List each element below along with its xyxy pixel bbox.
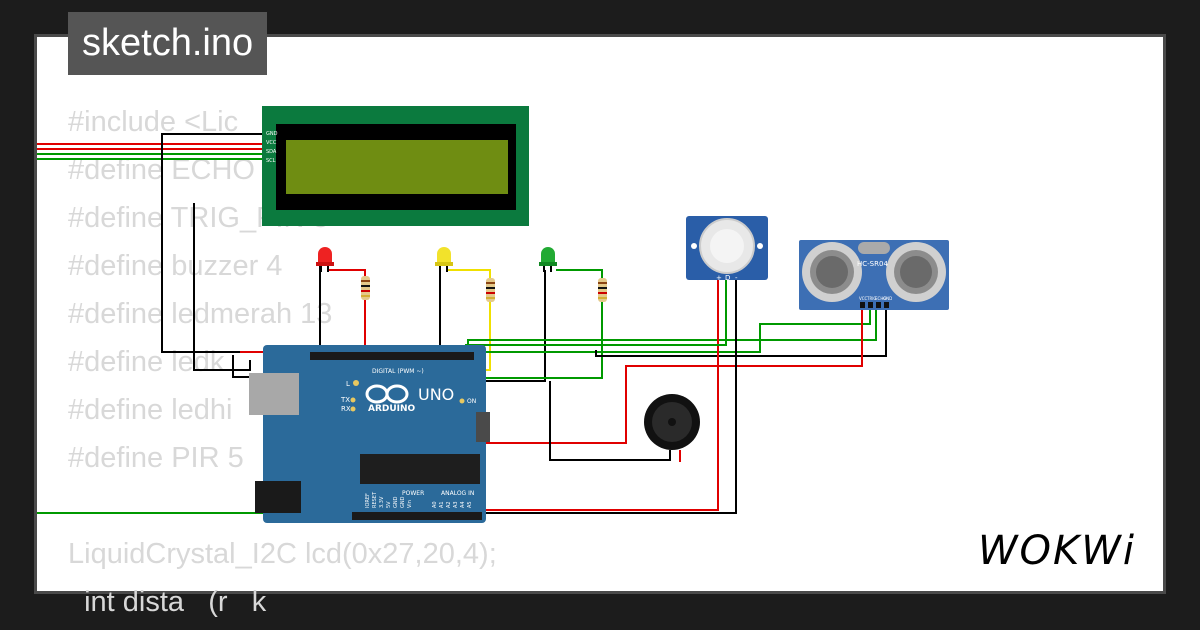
resistor[interactable] — [598, 278, 607, 302]
power-pin-label: Vin — [407, 500, 413, 508]
arduino-uno-board[interactable]: DIGITAL (PWM ~) L TX RX UNO ARDUINO ON P… — [249, 345, 490, 523]
wire-green[interactable] — [458, 308, 871, 353]
led-red[interactable] — [316, 247, 334, 272]
pir-pin-label: - — [735, 274, 738, 282]
wire-black[interactable] — [193, 203, 251, 371]
analog-pin-label: A2 — [446, 501, 452, 508]
analog-pin-label: A1 — [439, 501, 445, 508]
digital-label: DIGITAL (PWM ~) — [372, 368, 424, 375]
analog-pin-label: A3 — [453, 501, 459, 508]
wokwi-logo: WOKWi — [978, 528, 1136, 574]
l-led-label: L — [346, 380, 350, 388]
ultrasonic-sensor[interactable]: HC-SR04 VCC TRIG ECHO GND — [799, 240, 949, 310]
sensor-pin-label: TRIG — [866, 296, 877, 301]
rx-label: RX — [341, 405, 351, 413]
resistor[interactable] — [361, 276, 370, 300]
sensor-pin-label: ECHO — [875, 296, 886, 301]
wire-yellow[interactable] — [448, 269, 491, 278]
led-green[interactable] — [539, 247, 557, 272]
analog-pin-label: A0 — [432, 501, 438, 508]
board-brand: ARDUINO — [368, 404, 416, 414]
code-line: #define ledhi — [68, 394, 233, 426]
lcd-pin-label: SDA — [266, 149, 277, 155]
power-pin-label: GND — [393, 496, 399, 508]
code-line: #include <Lic — [68, 106, 239, 138]
tx-label: TX — [340, 396, 350, 404]
arduino-infinity-icon — [365, 384, 409, 404]
code-line: LiquidCrystal_I2C lcd(0x27,20,4); — [68, 538, 497, 570]
canvas-card — [34, 34, 1166, 594]
file-tab[interactable]: sketch.ino — [68, 12, 268, 75]
analog-pin-label: A4 — [460, 501, 466, 508]
pir-pin-label: D — [725, 274, 730, 282]
power-pin-label: 5V — [386, 501, 392, 508]
code-line: #define PIR 5 — [68, 442, 244, 474]
wire-red[interactable] — [328, 269, 366, 278]
power-pin-label: 3.3V — [379, 496, 385, 508]
wire-green[interactable] — [465, 280, 727, 346]
wire-black[interactable] — [161, 133, 264, 353]
power-pin-label: RESET — [372, 491, 378, 508]
wire-green[interactable] — [467, 308, 877, 350]
wire-black[interactable] — [549, 381, 671, 461]
code-line: int dista (r k — [68, 586, 267, 618]
pir-sensor[interactable]: + D - — [686, 216, 768, 282]
pir-pin-label: + — [716, 274, 722, 282]
power-pin-label: IOREF — [365, 493, 371, 508]
wire-black[interactable] — [595, 308, 887, 357]
sensor-pin-label: VCC — [859, 296, 868, 301]
analog-label: ANALOG IN — [441, 490, 474, 497]
power-label: POWER — [402, 490, 424, 497]
lcd-pin-label: GND — [266, 131, 278, 137]
power-pin-label: GND — [400, 496, 406, 508]
code-line: #define ledmerah 13 — [68, 298, 333, 330]
on-label: ON — [467, 398, 476, 405]
led-yellow[interactable] — [435, 247, 453, 272]
sensor-pin-label: GND — [883, 296, 892, 301]
lcd-pin-label: VCC — [266, 140, 277, 146]
buzzer[interactable] — [644, 394, 700, 450]
board-model: UNO — [418, 385, 454, 404]
code-line: #define buzzer 4 — [68, 250, 283, 282]
resistor[interactable] — [486, 278, 495, 302]
sensor-model: HC-SR04 — [857, 260, 888, 268]
wire-green[interactable] — [556, 269, 603, 278]
analog-pin-label: A5 — [467, 501, 473, 508]
lcd-pin-label: SCL — [266, 158, 276, 164]
lcd-display[interactable]: GND VCC SDA SCL — [262, 106, 529, 226]
